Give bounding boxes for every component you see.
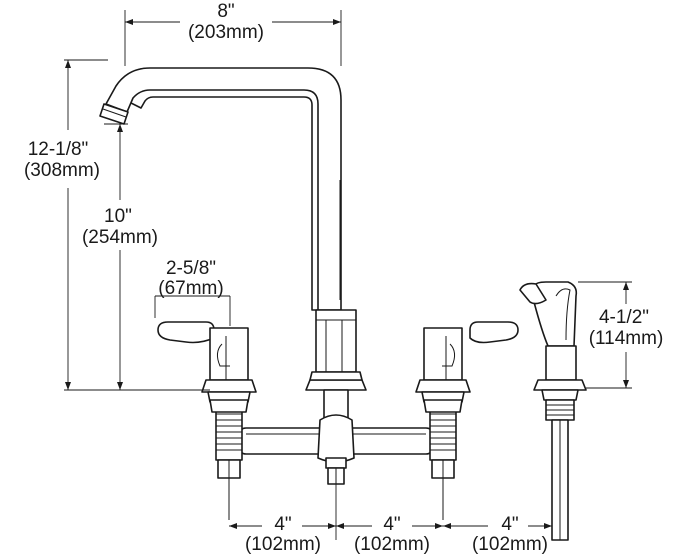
handle-height-dimension-lines — [154, 295, 231, 326]
spacing-right-imperial-label: 4" — [383, 514, 400, 535]
manifold — [239, 414, 433, 485]
overall-height-imperial-label: 12-1/8" — [28, 139, 89, 160]
spacing-right-metric-label: (102mm) — [354, 534, 430, 555]
spacing-sprayer-metric-label: (102mm) — [472, 534, 548, 555]
side-sprayer — [519, 281, 587, 541]
spout-base — [305, 309, 367, 433]
spacing-sprayer-imperial-label: 4" — [501, 514, 518, 535]
spout-height-dimension-lines — [104, 123, 128, 390]
spout-height-metric-label: (254mm) — [82, 227, 158, 248]
overall-height-metric-label: (308mm) — [24, 160, 100, 181]
spacing-left-metric-label: (102mm) — [245, 534, 321, 555]
right-valve — [415, 321, 519, 520]
spacing-left-imperial-label: 4" — [274, 514, 291, 535]
overall-height-dimension-lines — [64, 59, 210, 391]
reach-imperial-label: 8" — [217, 1, 234, 22]
left-valve — [157, 321, 257, 520]
handle-height-imperial-label: 2-5/8" — [166, 258, 216, 279]
spacing-dimension-lines — [229, 484, 552, 540]
spout-height-imperial-label: 10" — [104, 206, 132, 227]
reach-metric-label: (203mm) — [188, 22, 264, 43]
spout — [99, 67, 342, 311]
sprayer-height-imperial-label: 4-1/2" — [599, 307, 649, 328]
handle-height-metric-label: (67mm) — [158, 278, 223, 299]
sprayer-height-metric-label: (114mm) — [589, 328, 664, 349]
sprayer-height-dimension-lines — [578, 281, 632, 389]
reach-dimension-lines — [124, 10, 342, 66]
